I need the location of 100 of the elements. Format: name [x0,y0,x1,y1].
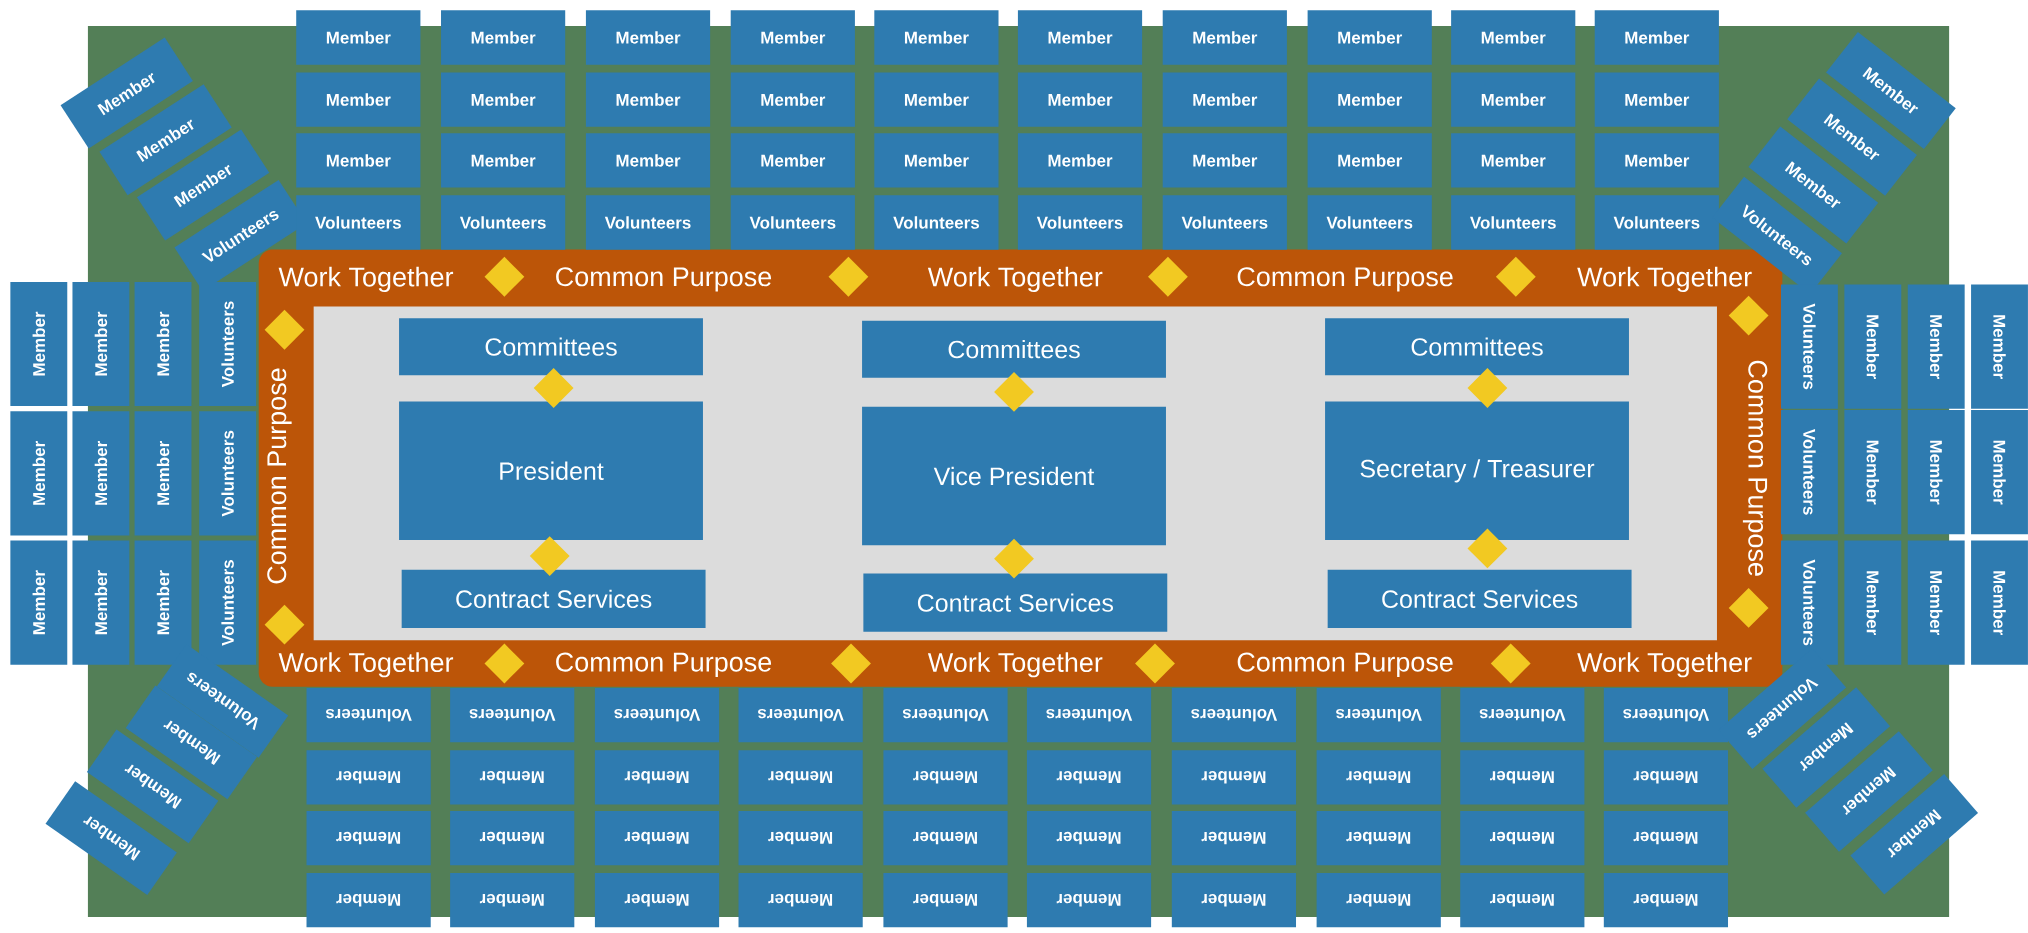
member-card: Member [306,810,431,866]
member-card: Member [1307,10,1432,65]
member-card: Member [1307,133,1432,188]
member-card: Member [1017,10,1143,65]
member-card: Member [1603,750,1728,805]
member-card: Member [1162,10,1287,65]
member-card: Member [1171,873,1296,928]
member-card: Volunteers [199,411,257,536]
role-box: Committees [1325,318,1629,376]
member-card: Member [585,133,711,188]
member-card: Volunteers [1780,410,1838,535]
member-card: Member [306,873,431,928]
member-card: Member [1307,72,1432,127]
member-card: Member [1844,410,1902,535]
member-card: Member [874,10,999,65]
member-card: Member [1316,750,1441,805]
node-label: Member [1929,440,1943,505]
member-card: Volunteers [1307,195,1432,250]
member-card: Member [1907,284,1965,409]
member-card: Member [738,750,863,805]
member-card: Member [1162,72,1287,127]
member-card: Volunteers [1780,540,1838,665]
role-box: Committees [862,320,1166,378]
member-card: Member [1603,873,1728,928]
member-card: Volunteers [450,688,575,743]
member-card: Member [1026,873,1152,928]
member-card: Volunteers [199,540,257,665]
member-card: Member [134,540,192,665]
member-card: Member [883,873,1008,928]
member-card: Member [72,540,130,665]
member-card: Member [1594,10,1719,65]
role-box: Vice President [862,406,1166,546]
role-box: Contract Services [863,573,1168,632]
member-card: Volunteers [585,195,711,250]
member-card: Member [296,10,421,65]
member-card: Member [1460,810,1585,866]
member-card: Member [594,810,720,866]
member-card: Member [441,10,566,65]
node-label: Volunteers [1803,559,1816,646]
member-card: Member [1594,72,1719,127]
member-card: Member [1907,410,1965,535]
member-card: Member [585,10,711,65]
member-card: Volunteers [594,688,720,743]
member-card: Member [450,810,575,866]
member-card: Member [1026,810,1152,866]
member-card: Member [10,281,68,407]
member-card: Member [1460,873,1585,928]
member-card: Member [1316,810,1441,866]
member-card: Member [1594,133,1719,188]
member-card: Member [296,133,421,188]
member-card: Member [306,750,431,805]
member-card: Member [883,810,1008,866]
member-card: Member [1017,72,1143,127]
member-card: Volunteers [1162,195,1287,250]
role-box: Contract Services [401,569,706,628]
member-card: Volunteers [730,195,855,250]
member-card: Member [1171,810,1296,866]
member-card: Volunteers [1594,195,1719,250]
member-card: Volunteers [883,688,1008,743]
member-card: Volunteers [306,688,431,743]
member-card: Member [1451,10,1576,65]
member-card: Volunteers [1460,688,1585,743]
member-card: Member [1844,284,1902,409]
member-card: Volunteers [1451,195,1576,250]
member-card: Member [1971,540,2028,665]
node-label: Member [1866,315,1880,379]
member-card: Volunteers [738,688,863,743]
node-label: Member [1866,440,1880,505]
member-card: Member [594,873,720,928]
member-card: Member [1907,540,1965,665]
member-card: Member [134,281,192,407]
member-card: Member [874,133,999,188]
member-card: Member [10,540,68,665]
member-card: Member [72,411,130,536]
member-card: Member [296,72,421,127]
member-card: Member [738,810,863,866]
role-box: Contract Services [1327,569,1632,628]
member-card: Member [594,750,720,805]
member-card: Volunteers [296,195,421,250]
member-card: Member [441,133,566,188]
member-card: Member [1451,72,1576,127]
member-card: Member [1971,410,2028,535]
member-card: Member [883,750,1008,805]
member-card: Volunteers [1171,688,1296,743]
member-card: Volunteers [1603,688,1728,743]
member-card: Member [874,72,999,127]
node-label: Member [1993,440,2006,505]
member-card: Volunteers [874,195,999,250]
member-card: Member [738,873,863,928]
member-card: Member [730,72,855,127]
member-card: Volunteers [199,281,257,407]
role-box: Secretary / Treasurer [1325,401,1629,540]
role-box: Committees [399,318,703,376]
member-card: Volunteers [1017,195,1143,250]
member-card: Member [1171,750,1296,805]
member-card: Volunteers [1780,284,1838,409]
member-card: Member [585,72,711,127]
member-card: Member [441,72,566,127]
member-card: Member [1460,750,1585,805]
node-label: Member [1929,315,1943,379]
